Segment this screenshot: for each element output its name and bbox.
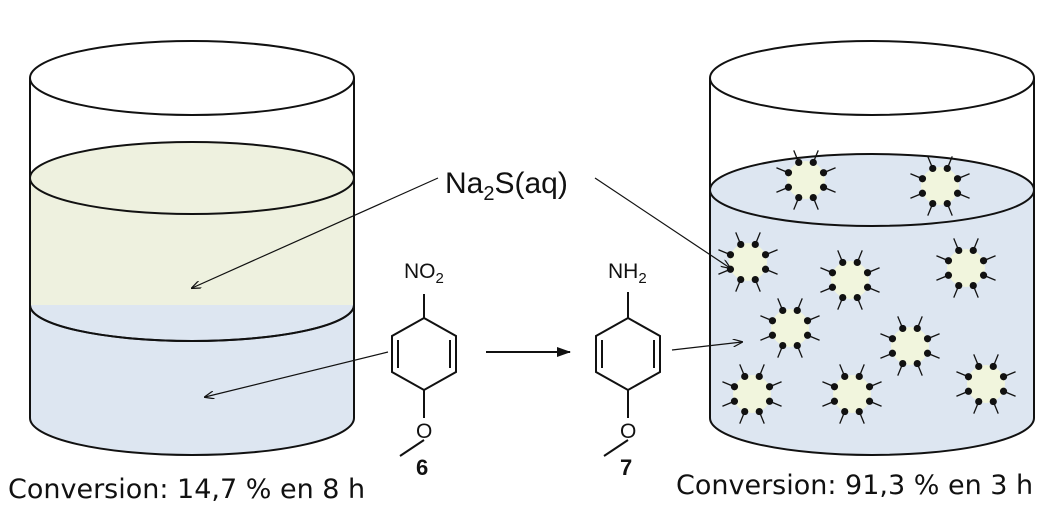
catalyst-particle xyxy=(822,364,882,424)
reactant-oxygen: O xyxy=(416,420,432,443)
product-group-subscript: 2 xyxy=(638,270,646,287)
product-number: 7 xyxy=(620,455,632,480)
reagent-label: Na2S(aq) xyxy=(445,167,568,205)
right-beaker-rim xyxy=(709,40,1035,116)
left-beaker-rim xyxy=(29,40,355,116)
reactant-number: 6 xyxy=(416,455,428,480)
catalyst-particle xyxy=(722,364,782,424)
catalyst-particle xyxy=(776,150,836,210)
right-beaker xyxy=(709,40,1035,456)
catalyst-particle xyxy=(936,238,996,298)
catalyst-particle xyxy=(880,316,940,376)
reactant-group: NO2 xyxy=(404,260,444,287)
reactant-arrow-left xyxy=(205,351,389,397)
product-oxygen: O xyxy=(620,420,636,443)
product-group: NH2 xyxy=(608,260,647,287)
reagent-label-subscript: 2 xyxy=(483,183,494,205)
reactant-group-main: NO xyxy=(404,260,436,283)
reagent-label-main: Na xyxy=(445,167,484,200)
catalyst-particle xyxy=(956,354,1016,414)
product-group-main: NH xyxy=(608,260,638,283)
catalyst-particle xyxy=(760,298,820,358)
catalyst-particle xyxy=(820,250,880,310)
reagent-arrow-right xyxy=(594,177,730,268)
right-aqueous-top xyxy=(709,153,1035,227)
product-structure xyxy=(595,292,661,457)
left-organic-top xyxy=(29,141,355,215)
catalyst-particle xyxy=(718,232,778,292)
reactant-structure xyxy=(391,294,457,457)
left-aqueous-phase xyxy=(30,305,354,455)
reactant-group-subscript: 2 xyxy=(436,270,444,287)
right-aqueous-phase xyxy=(710,190,1034,455)
reagent-arrow-left xyxy=(192,177,439,288)
right-conversion-caption: Conversion: 91,3 % en 3 h xyxy=(676,470,1034,501)
left-beaker xyxy=(29,40,355,456)
product-arrow-right xyxy=(671,342,742,351)
catalyst-particles xyxy=(718,150,1016,424)
reagent-label-suffix: S(aq) xyxy=(494,167,567,200)
catalyst-particle xyxy=(910,156,970,216)
left-conversion-caption: Conversion: 14,7 % en 8 h xyxy=(8,474,366,505)
